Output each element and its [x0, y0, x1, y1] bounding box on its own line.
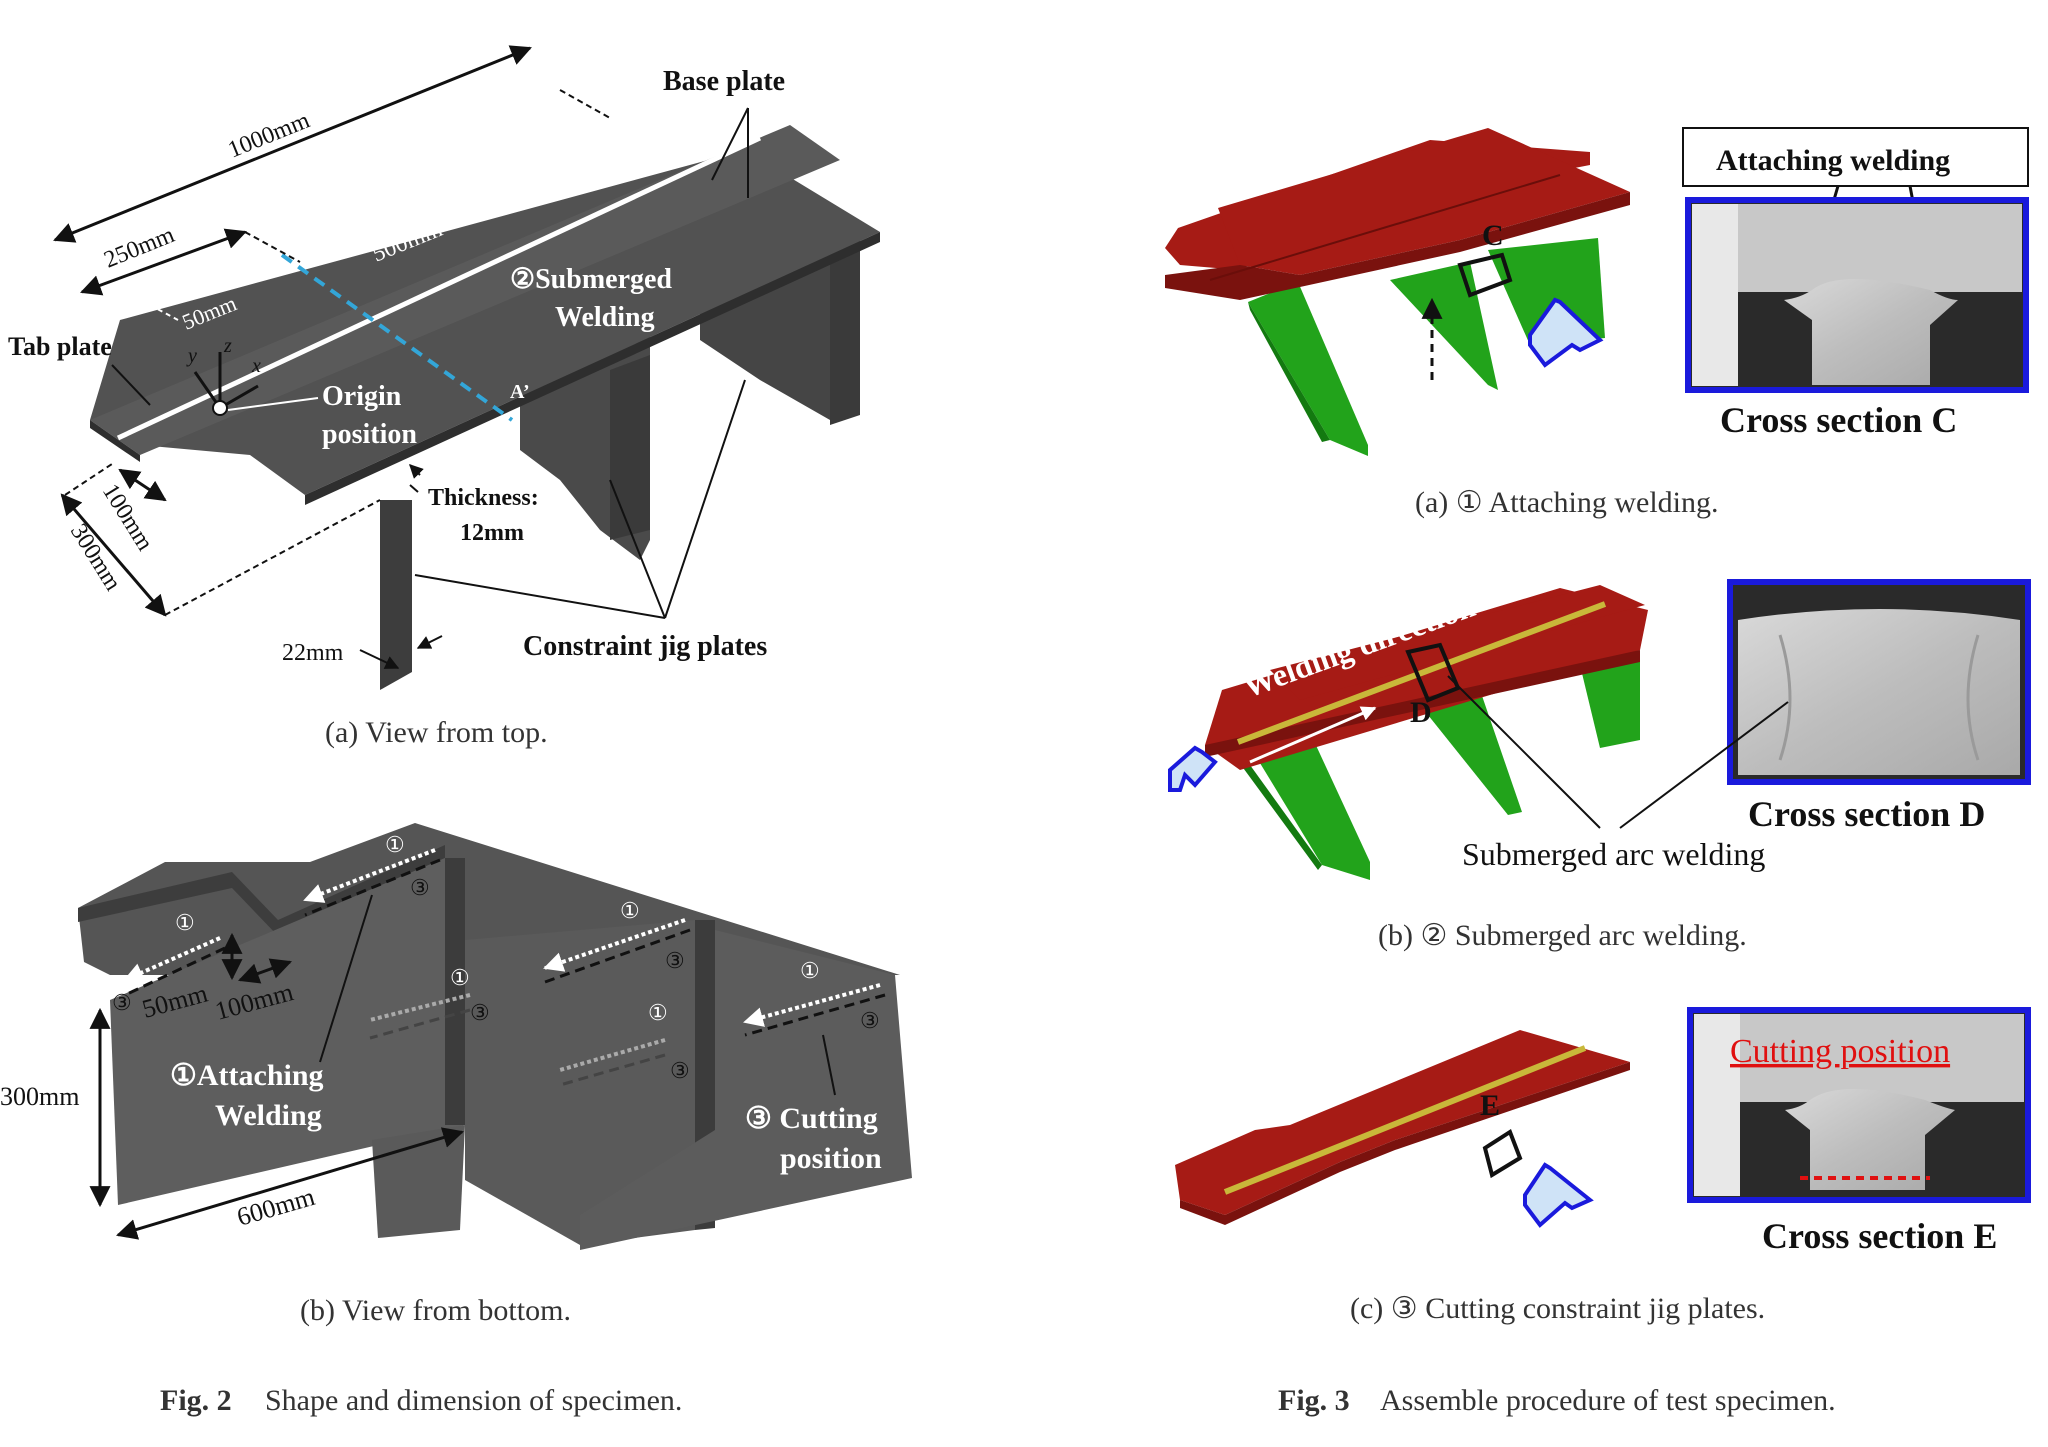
marker-d: D	[1410, 696, 1432, 729]
weld-line	[116, 135, 762, 441]
fig3-text: Assemble procedure of test specimen.	[1380, 1384, 1836, 1417]
box-c	[1457, 252, 1513, 298]
marker-circle1: ①	[620, 898, 640, 923]
fig2-top-view: 1000mm 950mm 250mm 500mm 50mm A A’ Base …	[8, 45, 880, 749]
view-arrow-d	[1168, 745, 1218, 792]
label-cross-section-d: Cross section D	[1748, 794, 1985, 834]
fig2-text: Shape and dimension of specimen.	[265, 1384, 682, 1417]
origin-point	[212, 400, 228, 416]
label-attaching-welding: Attaching welding	[1716, 144, 1950, 177]
weld-line-yellow	[1236, 601, 1607, 745]
label-submerged-welding-2: Welding	[555, 302, 655, 333]
label-cutting-position: Cutting position	[1730, 1033, 1950, 1070]
fig3-c: E Cutting position Cross section E (c) ③…	[1175, 1007, 2031, 1325]
label-cutting-position-2: position	[780, 1142, 882, 1175]
marker-circle3: ③	[670, 1058, 690, 1083]
axis-z-label: z	[223, 335, 232, 357]
fig2-caption-b: (b) View from bottom.	[300, 1294, 571, 1327]
marker-circle3: ③	[410, 875, 430, 900]
jig-plate-green	[1248, 282, 1368, 456]
box-d	[1405, 642, 1461, 703]
axis-x-label: x	[251, 355, 261, 377]
marker-circle1: ①	[450, 965, 470, 990]
label-cross-section-e: Cross section E	[1762, 1216, 1997, 1256]
fig3-caption-b: (b) ② Submerged arc welding.	[1378, 919, 1747, 952]
marker-circle3: ③	[665, 948, 685, 973]
axis-y-label: y	[186, 345, 197, 367]
label-tab-plate: Tab plate	[8, 332, 112, 361]
jig-plate-1	[110, 858, 465, 1205]
dim-250mm: 250mm	[101, 222, 179, 274]
label-submerged-arc-welding: Submerged arc welding	[1462, 836, 1765, 872]
base-plate	[90, 150, 880, 495]
label-cross-section-c: Cross section C	[1720, 400, 1957, 440]
marker-circle3: ③	[860, 1008, 880, 1033]
marker-circle3: ③	[112, 990, 132, 1015]
label-constraint-jig-plates: Constraint jig plates	[523, 631, 767, 662]
label-cutting-position-1: ③ Cutting	[745, 1102, 878, 1135]
marker-circle1: ①	[648, 1000, 668, 1025]
label-thickness-1: Thickness:	[428, 485, 539, 511]
view-arrow-c	[1528, 297, 1604, 368]
label-base-plate: Base plate	[663, 66, 785, 97]
attaching-welding-box	[1682, 127, 2029, 187]
label-origin-2: position	[322, 419, 417, 450]
dim-600mm: 600mm	[234, 1182, 318, 1232]
label-attaching-welding-1: ①Attaching	[170, 1059, 324, 1092]
view-arrow-e	[1523, 1162, 1594, 1228]
jig-plate-front	[380, 500, 412, 690]
marker-circle1: ①	[385, 832, 405, 857]
fig2-bottom-view: ① ① ① ① ① ① ③ ③ ③ ③ ③ ③ 50mm 100mm 300mm…	[0, 823, 912, 1327]
fig3-caption-a: (a) ① Attaching welding.	[1415, 486, 1719, 519]
marker-e: E	[1480, 1089, 1500, 1122]
label-attaching-welding-2: Welding	[215, 1099, 322, 1132]
marker-circle3: ③	[470, 1000, 490, 1025]
tab-plate	[90, 125, 840, 455]
jig-plate-2	[465, 920, 695, 1245]
fig3-label: Fig. 3	[1278, 1384, 1350, 1417]
label-thickness-2: 12mm	[460, 520, 524, 546]
marker-c: C	[1482, 219, 1504, 252]
dim-22mm: 22mm	[282, 640, 344, 666]
marker-circle1: ①	[175, 910, 195, 935]
fig3-a: C Attaching welding Cross section C (a) …	[1165, 127, 2029, 519]
dim-950mm: 950mm	[559, 134, 637, 186]
box-e	[1482, 1128, 1523, 1179]
section-line-aa	[280, 253, 514, 422]
fig2-caption-a: (a) View from top.	[325, 716, 548, 749]
dim-1000mm: 1000mm	[225, 107, 314, 163]
label-origin-1: Origin	[322, 381, 402, 412]
marker-a-prime: A’	[510, 381, 530, 403]
dim-300mm-bottom: 300mm	[0, 1082, 79, 1111]
label-submerged-welding-1: ②Submerged	[510, 264, 672, 295]
marker-circle1: ①	[800, 958, 820, 983]
fig2-label: Fig. 2	[160, 1384, 232, 1417]
weld-line-yellow-c	[1223, 1045, 1587, 1195]
fig3-b: Welding direction D Cross section D Subm…	[1168, 579, 2031, 952]
fig3-caption-c: (c) ③ Cutting constraint jig plates.	[1350, 1292, 1765, 1325]
marker-a: A	[310, 245, 325, 267]
